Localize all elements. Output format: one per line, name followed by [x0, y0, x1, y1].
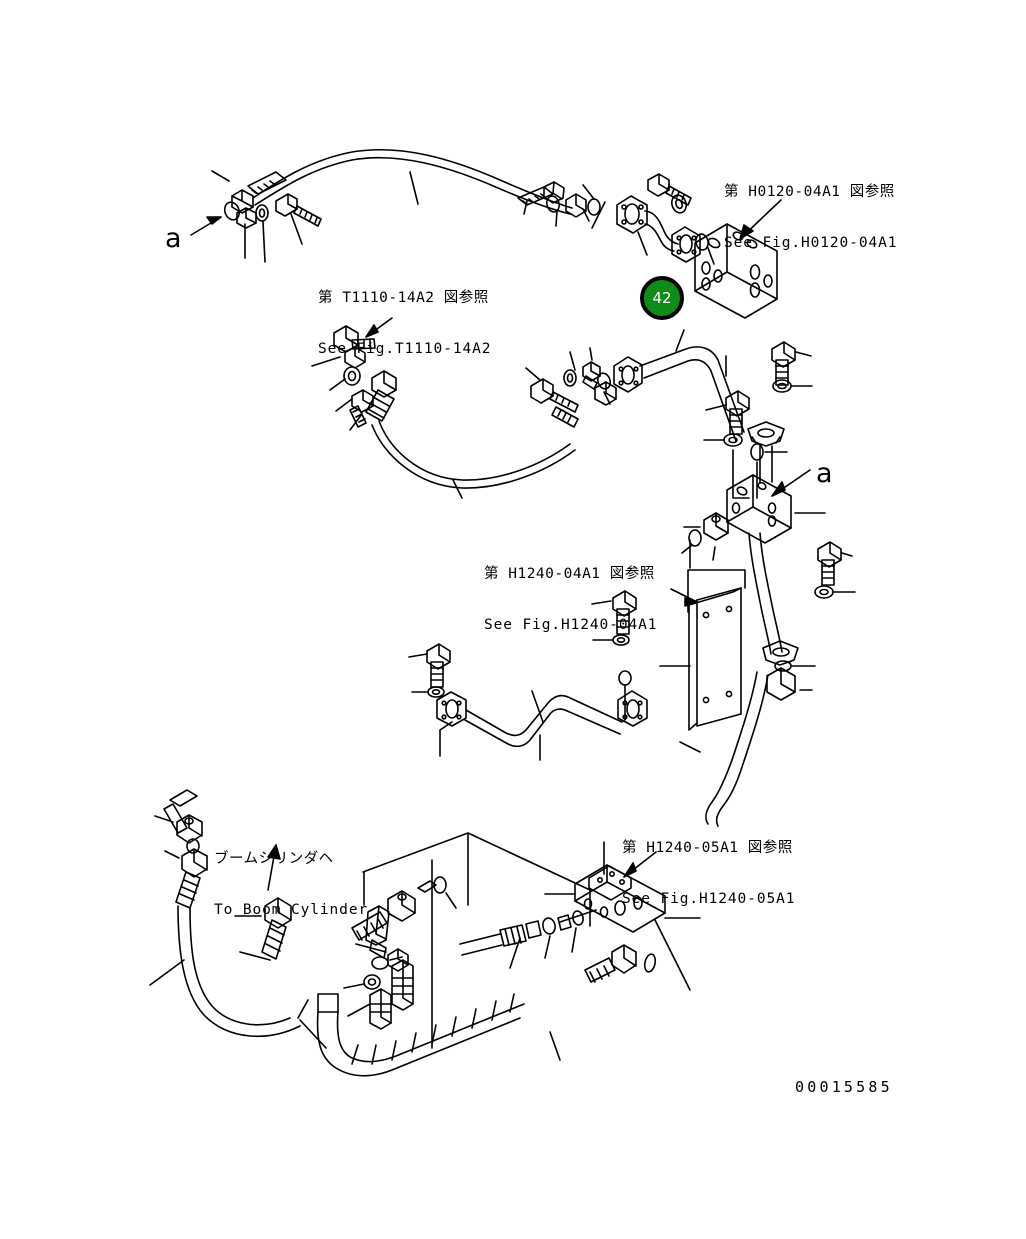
top-center-fittings	[517, 181, 590, 227]
middle-bent-tube	[408, 590, 648, 757]
top-hose-assembly	[190, 149, 573, 263]
note-to-boom-cylinder-jp: ブームシリンダヘ	[214, 851, 334, 867]
top-right-elbow-assembly	[582, 173, 782, 319]
note-to-boom-cylinder: ブームシリンダヘ To Boom Cylinder	[214, 817, 368, 953]
ref-note-h0120-04a1: 第 H0120-04A1 図参照 See Fig.H0120-04A1	[724, 150, 897, 286]
ref-note-t1110-14a2: 第 T1110-14A2 図参照 See Fig.T1110-14A2	[318, 256, 491, 392]
section-letter-a-left: a	[165, 223, 182, 254]
ref-note-h0120-04a1-jp: 第 H0120-04A1 図参照	[724, 184, 895, 200]
ref-note-t1110-14a2-en: See Fig.T1110-14A2	[318, 341, 492, 357]
section-letter-a-right: a	[816, 458, 833, 489]
mounting-bracket-plate	[659, 569, 746, 731]
center-left-hose-assembly	[311, 317, 576, 499]
misc-leader-lines	[539, 355, 727, 761]
drawing-number: 00015585	[795, 1078, 893, 1096]
note-to-boom-cylinder-en: To Boom Cylinder	[214, 902, 369, 918]
ref-note-h0120-04a1-en: See Fig.H0120-04A1	[724, 235, 898, 251]
lower-right-hose	[679, 667, 813, 827]
ref-note-t1110-14a2-jp: 第 T1110-14A2 図参照	[318, 290, 489, 306]
ref-note-h1240-04a1-en: See Fig.H1240-04A1	[484, 617, 658, 633]
center-fittings	[525, 329, 745, 442]
bottom-center-fittings	[343, 832, 657, 1049]
ref-note-h1240-05a1-en: See Fig.H1240-05A1	[622, 891, 796, 907]
ref-note-h1240-05a1: 第 H1240-05A1 図参照 See Fig.H1240-05A1	[622, 806, 795, 942]
callout-badge-42[interactable]: 42	[640, 276, 684, 320]
ref-note-h1240-04a1: 第 H1240-04A1 図参照 See Fig.H1240-04A1	[484, 532, 657, 668]
bottom-left-hose-assembly	[149, 789, 561, 1077]
ref-note-h1240-04a1-jp: 第 H1240-04A1 図参照	[484, 566, 655, 582]
right-valve-assembly	[681, 341, 856, 672]
ref-note-h1240-05a1-jp: 第 H1240-05A1 図参照	[622, 840, 793, 856]
